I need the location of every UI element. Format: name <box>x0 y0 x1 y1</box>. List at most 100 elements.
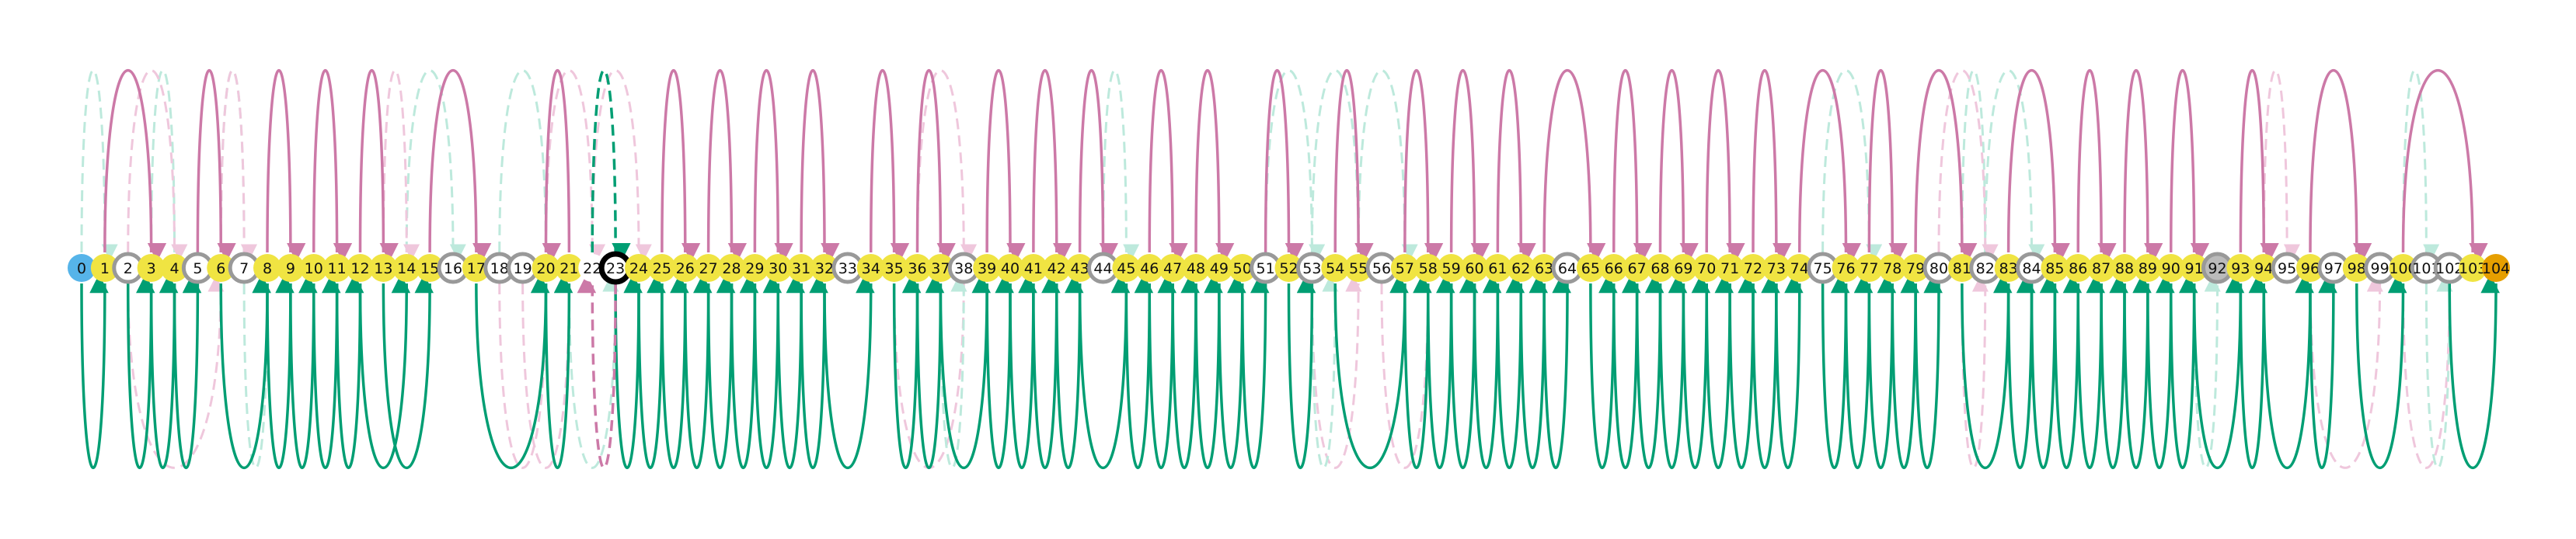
node-circle <box>1437 254 1466 282</box>
faded-bottom-arc <box>127 275 225 469</box>
node-circle <box>1390 254 1419 282</box>
node: 21 <box>555 254 584 282</box>
node-label: 31 <box>792 260 810 277</box>
node-label: 27 <box>699 260 718 277</box>
bottom-arc <box>1171 273 1200 470</box>
node-label: 95 <box>2278 260 2296 277</box>
node-label: 59 <box>1442 260 1461 277</box>
node-label: 67 <box>1628 260 1647 277</box>
node: 34 <box>856 254 885 282</box>
node: 27 <box>694 254 723 282</box>
node-label: 2 <box>124 260 133 277</box>
top-arc <box>103 69 167 263</box>
node-label: 89 <box>2139 260 2157 277</box>
node: 44 <box>1087 252 1119 284</box>
node-label: 39 <box>978 260 996 277</box>
top-arc <box>800 68 840 263</box>
faded-top-arc <box>150 69 188 261</box>
bottom-arc <box>753 273 783 470</box>
node-circle <box>1739 254 1767 282</box>
bottom-arc <box>2448 273 2500 469</box>
faded-bottom-arc <box>1380 275 1431 469</box>
node: 33 <box>831 252 864 284</box>
node-label: 14 <box>397 260 416 277</box>
node-circle <box>1019 254 1047 282</box>
bottom-arc <box>1891 273 1920 470</box>
faded-top-arc <box>1961 69 1999 261</box>
node-circle <box>1344 254 1373 282</box>
faded-bottom-arc <box>1914 275 1943 469</box>
node: 88 <box>2111 254 2139 282</box>
bottom-arc <box>2309 273 2337 470</box>
node: 100 <box>2389 254 2417 282</box>
node-label: 25 <box>653 260 671 277</box>
node-label: 80 <box>1929 260 1948 277</box>
top-arc <box>358 68 399 263</box>
node: 30 <box>764 254 793 282</box>
node-label: 93 <box>2231 260 2250 277</box>
bottom-arc <box>219 273 271 469</box>
node-circle <box>137 254 166 282</box>
node: 70 <box>1692 254 1721 282</box>
node-circle <box>880 254 908 282</box>
node: 0 <box>68 254 96 282</box>
node: 35 <box>880 254 908 282</box>
node-circle <box>717 254 746 282</box>
node-circle <box>1042 254 1071 282</box>
node: 75 <box>1807 252 1839 284</box>
node: 69 <box>1669 254 1698 282</box>
node-label: 57 <box>1396 260 1414 277</box>
node-circle <box>1159 254 1187 282</box>
top-arc <box>1032 68 1072 263</box>
node-label: 35 <box>885 260 904 277</box>
node-label: 7 <box>239 260 249 277</box>
node: 97 <box>2317 252 2350 284</box>
node-circle <box>1855 254 1884 282</box>
node-label: 81 <box>1953 260 1971 277</box>
node-label: 1 <box>100 260 110 277</box>
node: 64 <box>1551 252 1584 284</box>
node: 58 <box>1413 254 1442 282</box>
node-circle <box>369 254 398 282</box>
node-label: 30 <box>769 260 787 277</box>
node-label: 46 <box>1140 260 1159 277</box>
bottom-arc <box>1705 273 1734 470</box>
node: 23 <box>598 251 633 285</box>
node-circle <box>1135 254 1164 282</box>
bottom-arc <box>1194 273 1223 470</box>
node-circle <box>1762 254 1790 282</box>
node-label: 17 <box>467 260 486 277</box>
node-label: 82 <box>1976 260 1995 277</box>
bottom-arc <box>358 273 411 469</box>
dashed-top-arc <box>591 68 631 263</box>
node: 28 <box>717 254 746 282</box>
node-circle <box>1460 254 1489 282</box>
node-label: 91 <box>2185 260 2204 277</box>
node-label: 103 <box>2459 260 2487 277</box>
top-arc <box>1612 68 1653 263</box>
node-label: 66 <box>1605 260 1623 277</box>
bottom-arc <box>1519 273 1549 470</box>
top-arc <box>196 68 236 263</box>
node: 25 <box>647 254 676 282</box>
bottom-arc <box>915 273 945 470</box>
bottom-arc <box>661 273 689 470</box>
node-circle <box>1599 254 1628 282</box>
top-arc <box>1914 69 1978 263</box>
bottom-arc <box>2076 273 2106 470</box>
node-circle <box>787 254 816 282</box>
node-label: 73 <box>1767 260 1786 277</box>
top-arc <box>266 68 306 263</box>
bottom-arc <box>266 273 295 470</box>
node-label: 87 <box>2092 260 2111 277</box>
node-label: 45 <box>1117 260 1135 277</box>
node: 73 <box>1762 254 1790 282</box>
node-label: 16 <box>444 260 462 277</box>
top-arc <box>1264 68 1305 263</box>
node-circle <box>2087 254 2116 282</box>
node: 66 <box>1599 254 1628 282</box>
top-arc <box>753 68 793 263</box>
bottom-arc <box>1589 273 1618 470</box>
node-circle <box>1321 254 1350 282</box>
